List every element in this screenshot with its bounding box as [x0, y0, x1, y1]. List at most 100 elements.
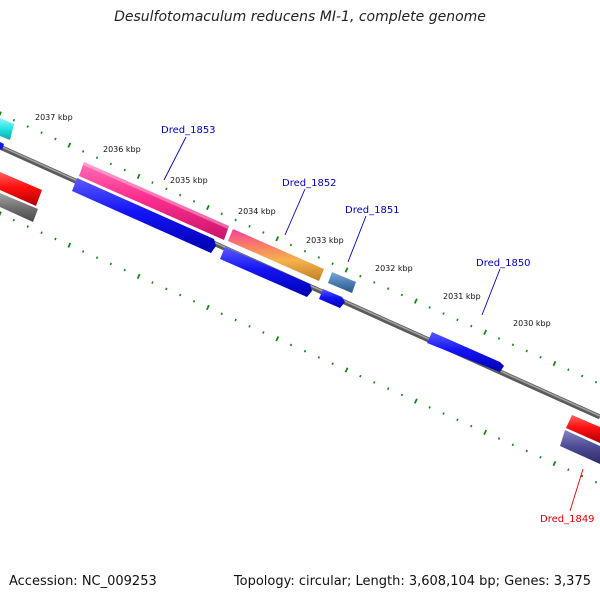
inner-track-tick: [0, 211, 2, 217]
outer-track-tick: [0, 111, 2, 117]
outer-track-tick: [165, 187, 168, 191]
inner-track-tick: [413, 398, 418, 404]
outer-track-tick: [552, 360, 557, 367]
inner-track-tick: [275, 336, 280, 342]
inner-track-tick: [359, 374, 362, 378]
outer-track-tick: [303, 249, 307, 253]
inner-track-tick: [192, 299, 196, 303]
tick-labels: 2037 kbp 2036 kbp 2035 kbp 2034 kbp 2033…: [35, 113, 551, 328]
inner-track-tick: [539, 455, 542, 459]
outer-track-tick: [54, 137, 57, 141]
inner-track-tick: [428, 406, 431, 409]
gene-label-dred-1850[interactable]: Dred_1850: [476, 258, 531, 269]
outer-track-tick: [594, 380, 598, 384]
outer-track-tick: [359, 274, 362, 278]
outer-track-tick: [373, 281, 376, 284]
feature-gray-fragment-left[interactable]: [0, 193, 38, 222]
map-title: Desulfotomaculum reducens MI-1, complete…: [114, 9, 486, 25]
inner-track-tick: [95, 256, 99, 260]
inner-track-tick: [567, 468, 570, 472]
inner-track-tick: [331, 362, 334, 366]
outer-track-tick: [344, 267, 349, 273]
outer-track-tick: [178, 193, 182, 197]
inner-track-tick: [178, 293, 182, 297]
inner-track-tick: [26, 225, 29, 228]
accession-text: Accession: NC_009253: [9, 574, 157, 589]
outer-track-tick: [525, 349, 528, 353]
inner-track-tick: [552, 460, 557, 467]
outer-track-tick: [400, 293, 404, 297]
gene-dred-1853-arrow[interactable]: [79, 162, 229, 240]
outer-track-tick: [26, 125, 29, 128]
outer-track-tick: [539, 355, 542, 359]
outer-track-tick: [151, 181, 154, 184]
inner-track-tick: [220, 312, 223, 316]
outer-track-tick: [456, 318, 459, 322]
inner-track-tick: [262, 331, 265, 334]
inner-track-tick: [165, 287, 168, 291]
outer-track-tick: [470, 324, 473, 328]
inner-track-tick: [289, 343, 293, 347]
feature-red-rna-left[interactable]: [0, 172, 42, 206]
inner-track-tick: [54, 237, 57, 241]
gene-label-leaders: [163, 136, 584, 512]
inner-track-tick: [109, 262, 113, 266]
inner-track-tick: [483, 429, 488, 435]
outer-track-tick: [428, 306, 431, 309]
inner-track-tick: [317, 356, 321, 359]
tick-label-2030: 2030 kbp: [513, 319, 551, 328]
tick-label-2036: 2036 kbp: [103, 145, 141, 154]
outer-track-tick: [40, 131, 43, 135]
outer-track-tick: [123, 168, 126, 172]
outer-track-tick: [386, 287, 390, 291]
outer-track-tick: [275, 236, 280, 242]
tick-label-2037: 2037 kbp: [35, 113, 73, 122]
outer-track-tick: [289, 243, 293, 247]
gene-dred-1853-cds[interactable]: [72, 178, 216, 253]
gene-dred-1849-rna[interactable]: [566, 415, 600, 443]
inner-track-tick: [373, 381, 376, 384]
feature-blue-fragment-left[interactable]: [0, 142, 4, 150]
gene-label-dred-1853[interactable]: Dred_1853: [161, 125, 216, 136]
outer-track-tick: [442, 312, 445, 315]
inner-track-tick: [40, 231, 43, 235]
inner-track-tick: [303, 349, 307, 353]
outer-track-tick: [580, 374, 584, 378]
outer-track-tick: [483, 329, 488, 335]
inner-track-tick: [580, 474, 584, 478]
inner-track-tick: [206, 304, 210, 311]
outer-track-tick: [95, 156, 99, 160]
inner-track-tick: [594, 480, 598, 484]
tick-label-2032: 2032 kbp: [375, 264, 413, 273]
tick-track-outer: [0, 111, 598, 384]
genome-summary-text: Topology: circular; Length: 3,608,104 bp…: [233, 574, 591, 589]
gene-label-dred-1851[interactable]: Dred_1851: [345, 205, 400, 216]
tick-label-2034: 2034 kbp: [238, 207, 276, 216]
gene-dred-1850-cds[interactable]: [427, 332, 504, 372]
gene-dred-1852-cds[interactable]: [220, 247, 312, 297]
feature-cyan-fragment[interactable]: [0, 118, 14, 140]
gene-label-dred-1849[interactable]: Dred_1849: [540, 514, 595, 525]
feature-slate-fragment-right[interactable]: [560, 430, 600, 464]
inner-track-tick: [511, 443, 515, 447]
gene-dred-1851-cds[interactable]: [319, 289, 345, 308]
inner-track-tick: [12, 218, 16, 222]
inner-track-tick: [123, 268, 126, 272]
gene-label-dred-1852[interactable]: Dred_1852: [282, 178, 337, 189]
tick-label-2033: 2033 kbp: [306, 236, 344, 245]
outer-track-tick: [262, 231, 265, 234]
inner-track-tick: [136, 273, 141, 280]
outer-track-tick: [497, 337, 501, 340]
outer-track-tick: [511, 343, 515, 347]
gene-dred-1852-arrow[interactable]: [228, 229, 324, 281]
outer-track-tick: [567, 368, 570, 372]
gene-dred-1851-arrow[interactable]: [328, 272, 356, 293]
outer-track-tick: [331, 262, 334, 266]
inner-track-tick: [442, 412, 445, 415]
inner-track-tick: [456, 418, 459, 422]
inner-track-tick: [248, 324, 251, 328]
inner-track-tick: [470, 424, 473, 428]
inner-track-tick: [525, 449, 528, 453]
outer-track-tick: [81, 150, 85, 153]
